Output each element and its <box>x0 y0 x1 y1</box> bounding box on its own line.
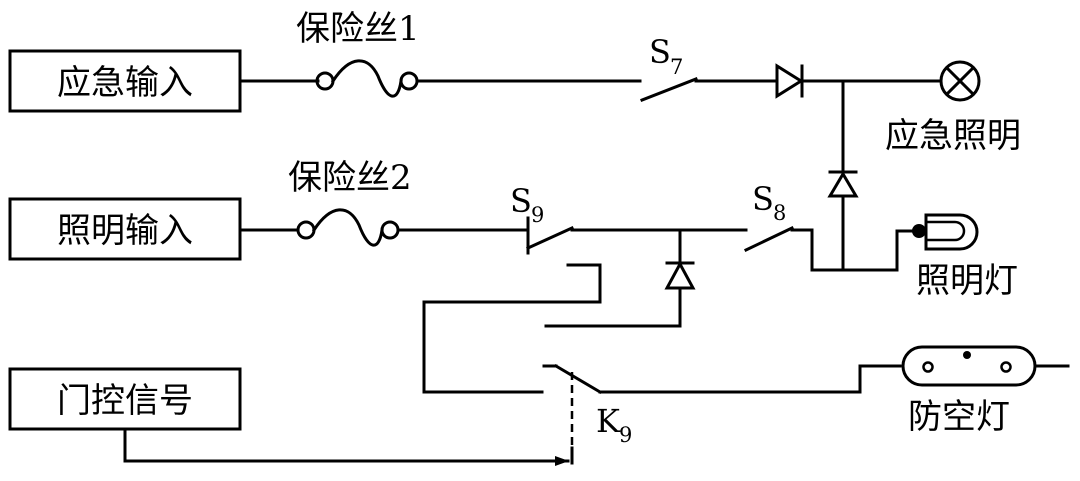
svg-text:K: K <box>596 402 621 440</box>
svg-text:S: S <box>510 182 532 220</box>
air-raid-lamp <box>901 345 1037 387</box>
door-control-link <box>123 372 574 466</box>
emergency-input-label: 应急输入 <box>57 63 193 103</box>
svg-text:9: 9 <box>531 203 544 227</box>
diode-branch <box>664 260 696 290</box>
s9-aux-contact <box>422 263 602 394</box>
svg-text:S: S <box>752 180 774 218</box>
lighting-lamp <box>912 213 979 251</box>
air-raid-circuit: K 9 防空灯 <box>542 345 1070 447</box>
svg-text:9: 9 <box>619 423 632 447</box>
diode-top <box>775 63 804 99</box>
k9-blade <box>553 363 603 395</box>
svg-text:7: 7 <box>670 55 683 79</box>
fuse1 <box>315 59 419 98</box>
door-signal-box: 门控信号 <box>8 367 242 431</box>
svg-text:8: 8 <box>773 201 786 225</box>
fuse2 <box>296 208 400 247</box>
fuse1-label: 保险丝1 <box>296 9 420 49</box>
air-raid-lamp-label: 防空灯 <box>908 397 1010 437</box>
door-signal-label: 门控信号 <box>57 381 193 421</box>
emergency-lamp <box>939 60 981 102</box>
s9-label: S 9 <box>510 182 544 227</box>
k9-label: K 9 <box>596 402 632 447</box>
diode-vertical <box>827 170 859 198</box>
svg-text:S: S <box>649 33 671 71</box>
lighting-lamp-label: 照明灯 <box>916 261 1018 301</box>
fuse2-label: 保险丝2 <box>288 158 412 198</box>
lighting-input-label: 照明输入 <box>57 211 193 251</box>
lighting-circuit: 保险丝2 S 9 S 8 照明灯 <box>238 158 1018 328</box>
s8-blade <box>743 225 795 253</box>
s7-blade <box>640 77 698 102</box>
s9-blade <box>526 226 574 250</box>
emergency-input-box: 应急输入 <box>8 49 242 113</box>
emergency-circuit: 保险丝1 S 7 应急照明 <box>238 9 1021 272</box>
s7-label: S 7 <box>649 33 683 79</box>
s8-label: S 8 <box>752 180 786 225</box>
lighting-input-box: 照明输入 <box>8 197 242 261</box>
emergency-light-label: 应急照明 <box>885 116 1021 156</box>
